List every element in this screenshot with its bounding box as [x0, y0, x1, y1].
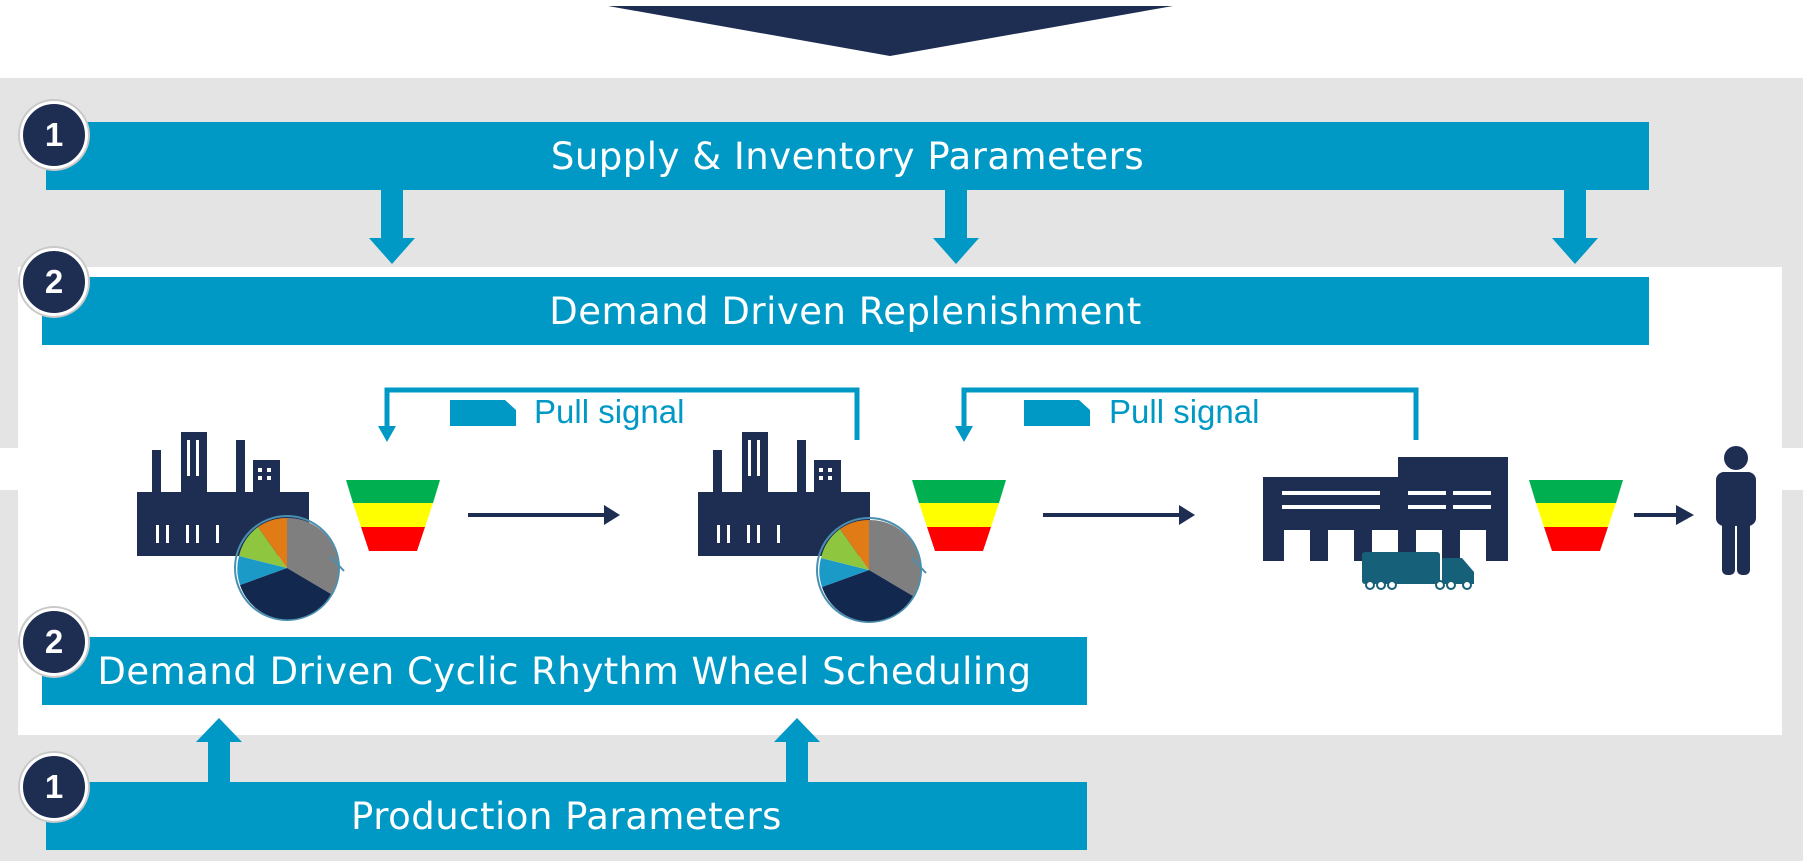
- person-icon: [1716, 446, 1756, 575]
- step-badge-scheduling: 2: [20, 608, 88, 676]
- production-parameters-bar: Production Parameters: [46, 782, 1087, 850]
- supply-inventory-parameters-bar: Supply & Inventory Parameters: [46, 122, 1649, 190]
- step-badge-supply: 1: [20, 101, 88, 169]
- down-arrow-2: [933, 190, 979, 264]
- down-arrow-1: [369, 190, 415, 264]
- up-arrow-1: [196, 718, 242, 782]
- buffer-funnel-icon: [912, 480, 1006, 551]
- arrow-icon: [1043, 505, 1195, 525]
- tag-icon: [1024, 400, 1090, 426]
- step-badge-production: 1: [20, 753, 88, 821]
- truck-icon: [1362, 552, 1474, 590]
- factory-icon: [698, 432, 870, 556]
- pull-signal-label-left: Pull signal: [534, 393, 685, 430]
- rhythm-wheel-scheduling-bar: Demand Driven Cyclic Rhythm Wheel Schedu…: [42, 637, 1087, 705]
- demand-driven-replenishment-bar: Demand Driven Replenishment: [42, 277, 1649, 345]
- step-badge-replenishment: 2: [20, 248, 88, 316]
- scheduling-bar-label: Demand Driven Cyclic Rhythm Wheel Schedu…: [97, 649, 1032, 693]
- warehouse-icon: [1263, 457, 1508, 561]
- up-arrow-2: [774, 718, 820, 782]
- production-bar-label: Production Parameters: [351, 794, 782, 838]
- pull-signal-loop-left: [384, 387, 860, 440]
- buffer-funnel-icon: [1529, 480, 1623, 551]
- rhythm-wheel-pie-icon: [816, 517, 927, 623]
- replenishment-bar-label: Demand Driven Replenishment: [549, 289, 1142, 333]
- pull-signal-loop-right: [961, 387, 1419, 440]
- rhythm-wheel-pie-icon: [234, 515, 345, 621]
- buffer-funnel-icon: [346, 480, 440, 551]
- top-chevron: [608, 6, 1173, 56]
- arrow-icon: [468, 505, 620, 525]
- supply-bar-label: Supply & Inventory Parameters: [550, 134, 1145, 178]
- pull-arrowhead-left: [378, 426, 396, 442]
- arrow-icon: [1634, 505, 1694, 525]
- pull-signal-label-right: Pull signal: [1109, 393, 1260, 430]
- tag-icon: [450, 400, 516, 426]
- down-arrow-3: [1552, 190, 1598, 264]
- pull-arrowhead-right: [955, 426, 973, 442]
